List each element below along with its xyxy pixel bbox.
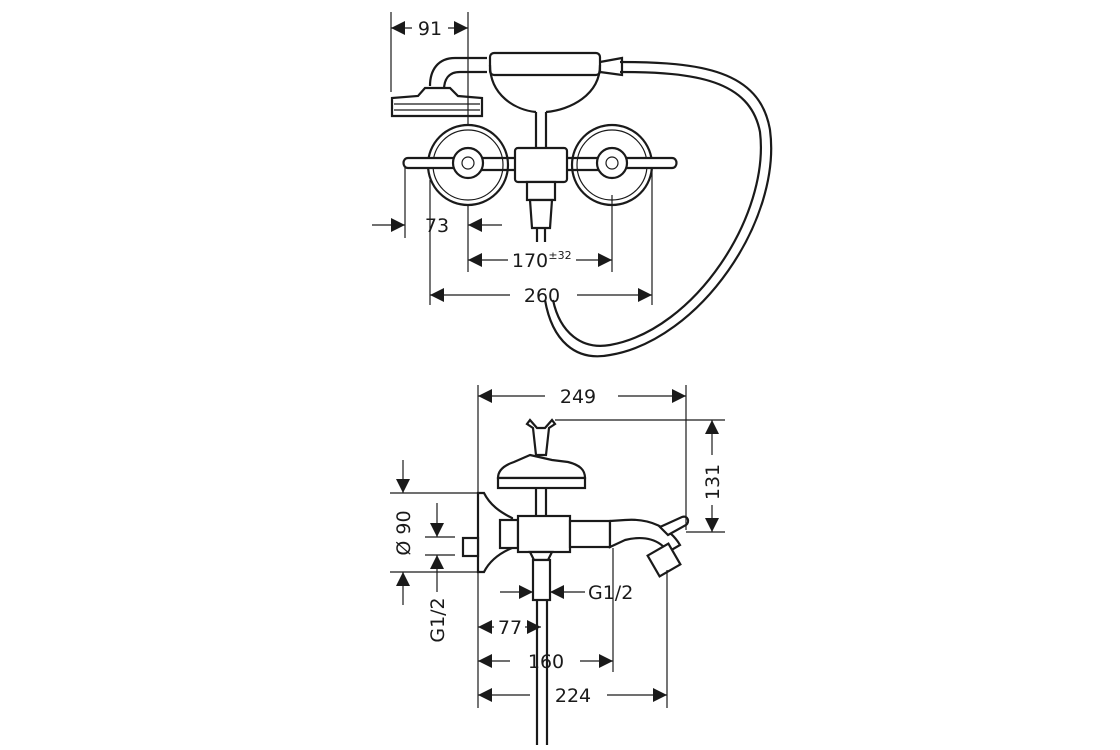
dim-label: 131 — [702, 464, 724, 500]
cradle — [488, 64, 602, 114]
dim-height: 131 — [555, 419, 725, 533]
dim-outlet-connection: G1/2 — [500, 582, 633, 604]
handshower-handle — [488, 51, 602, 77]
dim-label: 260 — [524, 285, 560, 307]
dim-spout-projection: 224 — [478, 570, 668, 708]
side-view-faucet — [461, 418, 690, 745]
dim-lever-offset: 73 — [372, 168, 502, 238]
dim-body-offset: 77 — [478, 617, 541, 639]
dim-label: 73 — [425, 215, 449, 237]
dim-center-distance: 170 ±32 — [467, 195, 613, 272]
dim-label: 77 — [498, 617, 522, 639]
dim-handshower-width: 91 — [390, 12, 469, 125]
dim-overall-width: 260 — [429, 168, 653, 307]
mixer-body — [513, 146, 569, 184]
top-view-faucet — [390, 51, 773, 358]
dim-label: 170 — [512, 250, 548, 272]
dim-wall-connection: G1/2 — [425, 503, 455, 643]
handshower-rest — [525, 418, 557, 457]
handshower-head — [390, 86, 484, 118]
dim-flange-diameter: Ø 90 — [390, 460, 478, 605]
dim-label: 91 — [418, 18, 442, 40]
lever-left — [402, 156, 457, 170]
lever-right — [623, 156, 678, 170]
dim-label: 224 — [555, 685, 591, 707]
shower-hose — [543, 60, 773, 358]
handshower-head-side — [496, 453, 587, 480]
dim-label: G1/2 — [588, 582, 633, 604]
handshower-arm — [428, 56, 487, 91]
mixer-body-side — [516, 514, 572, 554]
dim-label: 249 — [560, 386, 596, 408]
dim-label: Ø 90 — [393, 510, 415, 555]
dim-tolerance: ±32 — [548, 249, 571, 262]
dim-lever-projection: 160 — [478, 548, 614, 673]
dim-label: 160 — [528, 651, 564, 673]
dim-label: G1/2 — [427, 597, 449, 642]
